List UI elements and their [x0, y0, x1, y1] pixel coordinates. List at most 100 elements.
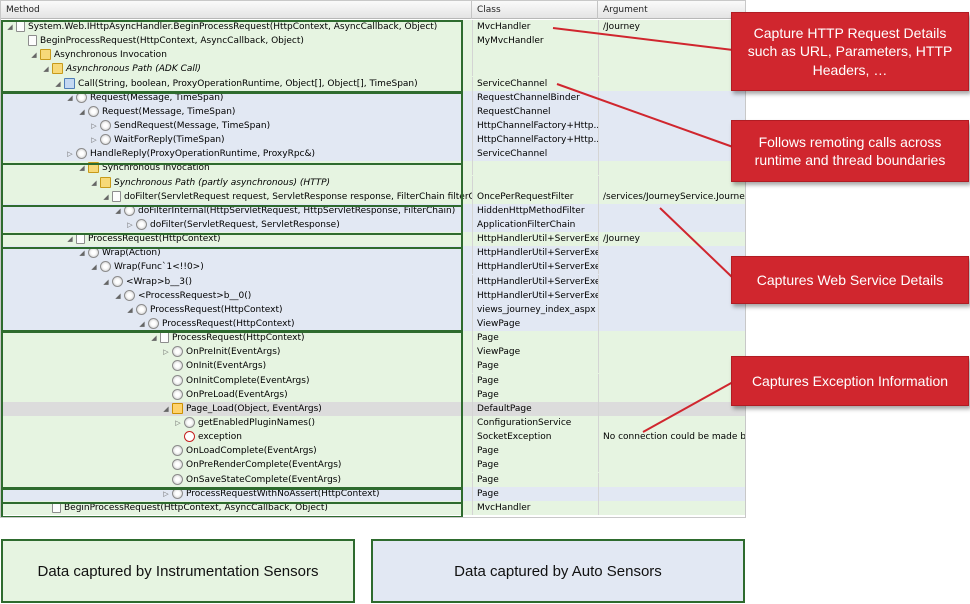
expand-toggle-icon[interactable]: ◢: [115, 291, 121, 300]
expand-toggle-icon[interactable]: ◢: [79, 107, 85, 116]
method-icon: [172, 388, 183, 400]
method-icon: [184, 416, 195, 428]
method-cell: ◢Call(String, boolean, ProxyOperationRun…: [1, 77, 472, 91]
expand-toggle-icon[interactable]: ◢: [115, 206, 121, 215]
expand-toggle-icon[interactable]: ▷: [163, 348, 169, 357]
expand-toggle-icon[interactable]: ▷: [175, 418, 181, 427]
expand-toggle-icon[interactable]: ◢: [91, 178, 97, 187]
class-cell: HttpHandlerUtil+ServerExe...: [472, 260, 598, 275]
expand-toggle-icon[interactable]: ◢: [43, 65, 49, 74]
expand-toggle-icon[interactable]: ◢: [31, 51, 37, 60]
expand-toggle-icon[interactable]: ◢: [151, 334, 157, 343]
method-column-header[interactable]: Method: [1, 1, 472, 19]
table-row[interactable]: ◢<Wrap>b__3()HttpHandlerUtil+ServerExe..…: [1, 274, 745, 289]
table-row[interactable]: ◢Page_Load(Object, EventArgs)DefaultPage: [1, 401, 745, 416]
expand-toggle-icon[interactable]: ▷: [91, 121, 97, 130]
expand-toggle-icon[interactable]: ◢: [67, 93, 73, 102]
table-row[interactable]: ▷WaitForReply(TimeSpan)HttpChannelFactor…: [1, 133, 745, 148]
class-cell: HttpChannelFactory+Http...: [472, 118, 598, 133]
argument-cell: [598, 133, 745, 148]
table-row[interactable]: ◢Request(Message, TimeSpan)RequestChanne…: [1, 104, 745, 119]
table-row[interactable]: ▷OnPreInit(EventArgs)ViewPage: [1, 345, 745, 360]
table-row[interactable]: ◢Asynchronous Invocation: [1, 48, 745, 63]
expand-toggle-icon[interactable]: ◢: [139, 319, 145, 328]
class-cell: [472, 175, 598, 190]
table-row[interactable]: ▷ HandleReply(ProxyOperationRuntime, Prox…: [1, 147, 745, 162]
table-row[interactable]: ◢ProcessRequest(HttpContext)views_journe…: [1, 302, 745, 317]
expand-toggle-icon[interactable]: ◢: [7, 23, 13, 31]
table-row[interactable]: OnLoadComplete(EventArgs)Page: [1, 444, 745, 459]
expand-toggle-icon[interactable]: ▷: [127, 220, 133, 229]
table-row[interactable]: ◢Request(Message, TimeSpan)RequestChanne…: [1, 90, 745, 105]
table-row[interactable]: ▷ProcessRequestWithNoAssert(HttpContext)…: [1, 486, 745, 501]
argument-cell: [598, 62, 745, 77]
table-row[interactable]: ▷SendRequest(Message, TimeSpan)HttpChann…: [1, 118, 745, 134]
method-icon: [100, 134, 111, 146]
class-cell: OncePerRequestFilter: [472, 189, 598, 204]
table-row[interactable]: OnPreRenderComplete(EventArgs)Page: [1, 458, 745, 473]
method-icon: [136, 303, 147, 315]
table-row[interactable]: OnPreLoad(EventArgs)Page: [1, 387, 745, 402]
method-label: <Wrap>b__3(): [126, 276, 192, 287]
method-label: ProcessRequest(HttpContext): [88, 234, 221, 245]
class-column-header[interactable]: Class: [472, 1, 598, 19]
method-cell: OnInitComplete(EventArgs): [1, 374, 472, 388]
argument-cell: [598, 217, 745, 232]
method-label: OnPreRenderComplete(EventArgs): [186, 460, 342, 471]
expand-toggle-icon[interactable]: ◢: [103, 277, 109, 286]
legend-auto: Data captured by Auto Sensors: [371, 539, 745, 603]
class-cell: ViewPage: [472, 316, 598, 331]
argument-cell: [598, 415, 745, 430]
method-icon: [172, 459, 183, 471]
expand-toggle-icon[interactable]: ◢: [91, 263, 97, 272]
argument-column-header[interactable]: Argument: [603, 5, 648, 15]
table-row[interactable]: OnInit(EventArgs)Page: [1, 359, 745, 374]
expand-toggle-icon[interactable]: ◢: [103, 192, 109, 201]
table-row[interactable]: ◢Wrap(Action)HttpHandlerUtil+ServerExe..…: [1, 246, 745, 261]
expand-toggle-icon[interactable]: ◢: [127, 305, 133, 314]
class-cell: HttpChannelFactory+Http...: [472, 133, 598, 148]
expand-toggle-icon[interactable]: ◢: [55, 79, 61, 88]
method-label: HandleReply(ProxyOperationRuntime, Proxy…: [90, 149, 316, 160]
method-cell: ▷SendRequest(Message, TimeSpan): [1, 119, 472, 133]
table-row[interactable]: ◢doFilter(ServletRequest request, Servle…: [1, 189, 745, 204]
class-cell: Page: [472, 486, 598, 501]
table-row[interactable]: ◢<ProcessRequest>b__0()HttpHandlerUtil+S…: [1, 288, 745, 303]
table-row[interactable]: BeginProcessRequest(HttpContext, AsyncCa…: [1, 34, 745, 49]
expand-toggle-icon[interactable]: ▷: [163, 489, 169, 498]
class-cell: HiddenHttpMethodFilter: [472, 203, 598, 218]
expand-toggle-icon[interactable]: ◢: [163, 404, 169, 413]
table-row[interactable]: ◢Call(String, boolean, ProxyOperationRun…: [1, 76, 745, 91]
argument-cell: [598, 288, 745, 303]
method-label: <ProcessRequest>b__0(): [138, 290, 252, 301]
table-row[interactable]: ▷doFilter(ServletRequest, ServletRespons…: [1, 217, 745, 233]
class-cell: Page: [472, 359, 598, 374]
table-row[interactable]: ◢System.Web.IHttpAsyncHandler.BeginProce…: [1, 20, 745, 35]
table-row[interactable]: OnInitComplete(EventArgs)Page: [1, 373, 745, 388]
table-row[interactable]: ◢ProcessRequest(HttpContext)HttpHandlerU…: [1, 232, 745, 247]
argument-cell: [598, 331, 745, 346]
expand-toggle-icon[interactable]: ◢: [79, 164, 85, 173]
table-row[interactable]: ◢ Synchronous Path (partly asynchronous) …: [1, 175, 745, 190]
class-cell: ServiceChannel: [472, 147, 598, 162]
argument-cell: [598, 34, 745, 49]
table-row[interactable]: OnSaveStateComplete(EventArgs)Page: [1, 472, 745, 487]
table-row[interactable]: ◢ProcessRequest(HttpContext)Page: [1, 331, 745, 346]
table-row[interactable]: ▷getEnabledPluginNames()ConfigurationSer…: [1, 415, 745, 431]
expand-toggle-icon[interactable]: ◢: [79, 249, 85, 258]
class-cell: views_journey_index_aspx: [472, 302, 598, 317]
expand-toggle-icon[interactable]: ▷: [91, 136, 97, 145]
table-row[interactable]: ◢ProcessRequest(HttpContext)ViewPage: [1, 316, 745, 332]
table-row[interactable]: ◢Wrap(Func`1<!!0>)HttpHandlerUtil+Server…: [1, 260, 745, 275]
argument-cell: /services/JourneyService.JourneyServ: [598, 189, 745, 204]
expand-toggle-icon[interactable]: ◢: [67, 235, 73, 244]
callout-exception: Captures Exception Information: [731, 356, 969, 406]
class-cell: Page: [472, 444, 598, 459]
method-icon: [112, 275, 123, 287]
method-label: Synchronous Path (partly asynchronous) (…: [114, 177, 331, 188]
method-icon: [172, 374, 183, 386]
expand-toggle-icon[interactable]: ▷: [67, 150, 73, 159]
argument-cell: [598, 387, 745, 402]
table-row[interactable]: ◢Asynchronous Path (ADK Call): [1, 62, 745, 77]
